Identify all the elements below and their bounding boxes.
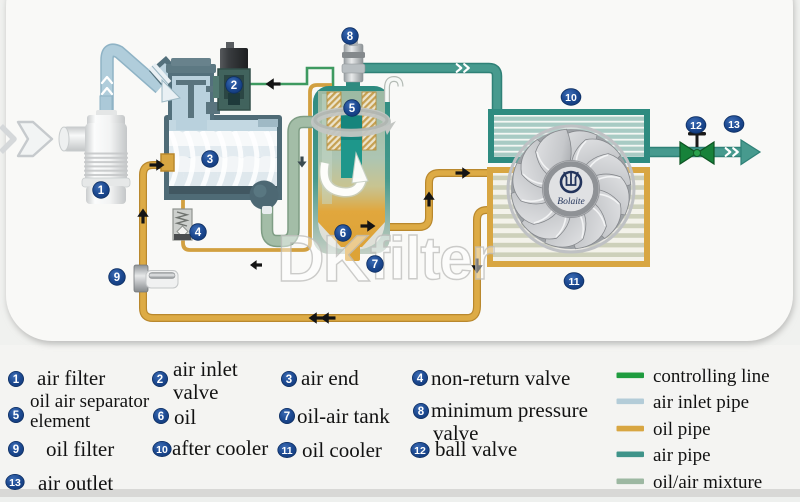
svg-text:6: 6 xyxy=(158,411,164,423)
svg-text:9: 9 xyxy=(114,272,120,284)
svg-text:after cooler: after cooler xyxy=(172,436,268,460)
svg-text:oil cooler: oil cooler xyxy=(302,438,382,462)
svg-text:2: 2 xyxy=(231,80,237,92)
svg-text:13: 13 xyxy=(728,119,740,131)
svg-text:element: element xyxy=(30,411,91,432)
svg-text:5: 5 xyxy=(13,410,20,422)
svg-text:11: 11 xyxy=(568,276,579,288)
svg-text:6: 6 xyxy=(340,228,346,240)
svg-text:ball valve: ball valve xyxy=(435,437,517,461)
svg-text:oil-air tank: oil-air tank xyxy=(297,404,390,428)
svg-text:air inlet: air inlet xyxy=(173,357,238,381)
svg-text:8: 8 xyxy=(418,406,425,418)
svg-text:air inlet pipe: air inlet pipe xyxy=(653,392,749,413)
svg-text:filter: filter xyxy=(370,225,495,292)
svg-text:Bolaite: Bolaite xyxy=(557,197,584,207)
svg-text:minimum pressure: minimum pressure xyxy=(431,398,588,422)
svg-text:valve: valve xyxy=(173,380,218,404)
svg-text:3: 3 xyxy=(207,154,213,166)
svg-text:controlling line: controlling line xyxy=(653,366,770,387)
svg-text:13: 13 xyxy=(9,477,21,489)
svg-text:7: 7 xyxy=(372,259,378,271)
svg-text:1: 1 xyxy=(98,185,105,197)
svg-text:oil air separator: oil air separator xyxy=(30,391,150,412)
svg-text:5: 5 xyxy=(349,103,356,115)
svg-text:air outlet: air outlet xyxy=(38,471,113,495)
svg-text:11: 11 xyxy=(281,445,292,457)
svg-text:DK: DK xyxy=(277,221,371,295)
svg-text:oil pipe: oil pipe xyxy=(653,419,711,440)
svg-text:oil: oil xyxy=(174,405,196,429)
svg-text:4: 4 xyxy=(417,373,424,385)
svg-text:8: 8 xyxy=(347,31,354,43)
svg-text:air end: air end xyxy=(301,366,359,390)
svg-text:12: 12 xyxy=(414,445,426,457)
svg-text:air pipe: air pipe xyxy=(653,445,711,466)
svg-text:2: 2 xyxy=(157,374,163,386)
svg-text:10: 10 xyxy=(565,92,577,104)
svg-text:oil/air mixture: oil/air mixture xyxy=(653,472,762,493)
svg-text:10: 10 xyxy=(156,444,168,456)
svg-text:12: 12 xyxy=(690,120,702,132)
svg-text:valve: valve xyxy=(433,421,478,445)
svg-text:oil filter: oil filter xyxy=(46,437,114,461)
svg-text:4: 4 xyxy=(195,227,202,239)
svg-text:9: 9 xyxy=(13,444,19,456)
svg-text:7: 7 xyxy=(284,411,290,423)
svg-text:3: 3 xyxy=(286,374,292,386)
svg-text:air filter: air filter xyxy=(37,366,105,390)
svg-text:non-return valve: non-return valve xyxy=(431,366,570,390)
svg-text:1: 1 xyxy=(13,374,20,386)
